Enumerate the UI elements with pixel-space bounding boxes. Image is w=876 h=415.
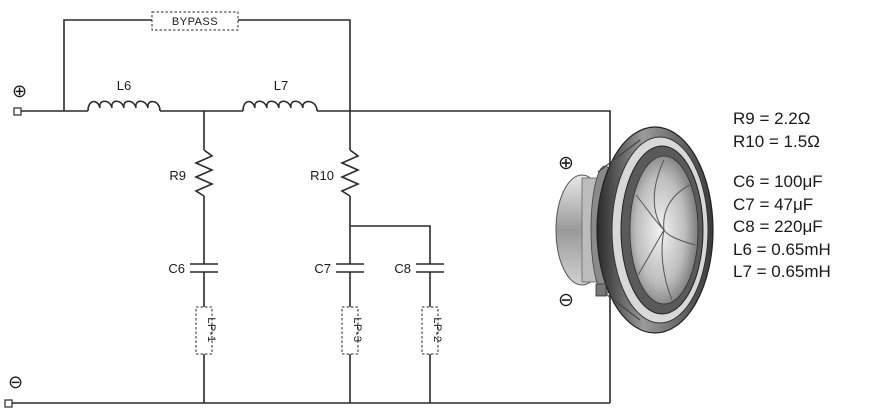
- resistor-r9: [194, 149, 214, 197]
- capacitor-c6: [190, 263, 218, 273]
- c7-label: C7: [314, 261, 331, 276]
- lp1-label: LP-1: [205, 317, 217, 342]
- inductor-l7-coil: [242, 100, 318, 112]
- value-c7: C7 = 47μF: [733, 194, 814, 214]
- resistor-r10: [340, 149, 360, 197]
- negative-terminal: [4, 399, 13, 408]
- l6-label: L6: [117, 78, 131, 93]
- value-c6: C6 = 100μF: [733, 172, 823, 191]
- value-r10: R10 = 1.5Ω: [733, 131, 820, 151]
- value-c8: C8 = 220μF: [733, 217, 823, 236]
- positive-terminal: [13, 107, 22, 116]
- value-r9: R9 = 2.2Ω: [733, 109, 811, 128]
- top-wire-right: [317, 110, 611, 403]
- r10-label: R10: [310, 168, 334, 183]
- driver-positive-symbol: ⊕: [558, 153, 574, 174]
- lp3-label: LP-3: [351, 317, 363, 342]
- bypass-wire: [63, 19, 351, 111]
- driver-negative-symbol: ⊖: [558, 290, 574, 311]
- value-l6: L6 = 0.65mH: [733, 239, 831, 259]
- inductor-l6-coil: [87, 100, 161, 112]
- value-l7: L7 = 0.65mH: [733, 262, 831, 281]
- r9-label: R9: [169, 168, 186, 183]
- lp2-label: LP-2: [431, 317, 443, 342]
- lp1-box: [195, 306, 213, 355]
- positive-terminal-symbol: ⊕: [12, 81, 27, 101]
- capacitor-c7: [336, 263, 364, 273]
- capacitor-c8: [416, 263, 444, 273]
- c6-label: C6: [168, 261, 185, 276]
- component-values-legend: R9 = 2.2Ω R10 = 1.5Ω C6 = 100μF C7 = 47μ…: [733, 108, 831, 284]
- loudspeaker-image: [555, 126, 714, 334]
- negative-terminal-symbol: ⊖: [8, 372, 23, 392]
- c8-label: C8: [394, 261, 411, 276]
- legend-spacer: [733, 153, 831, 171]
- lp2-box: [421, 306, 439, 355]
- bypass-label: BYPASS: [172, 16, 218, 28]
- branch3-wire-top: [350, 225, 431, 264]
- bypass-box: [151, 11, 239, 31]
- lp3-box: [341, 306, 359, 355]
- l7-label: L7: [274, 78, 288, 93]
